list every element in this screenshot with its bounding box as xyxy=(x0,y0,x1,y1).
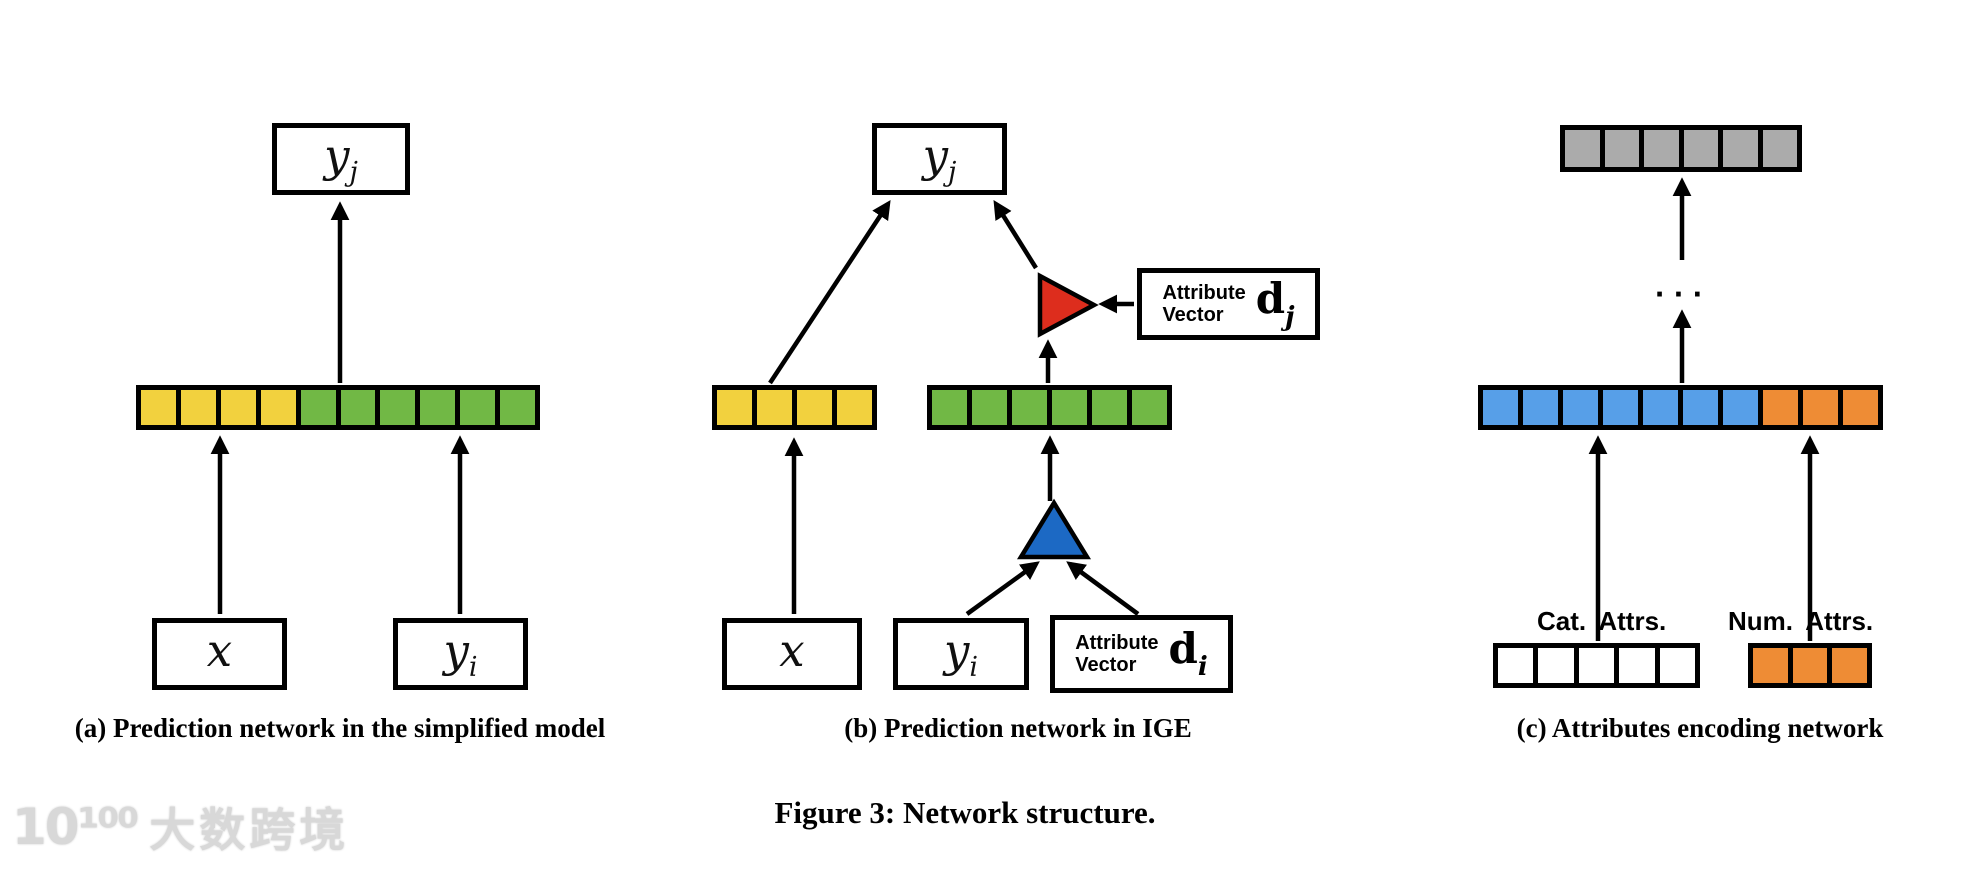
vector-cell xyxy=(1483,390,1518,425)
vector-cell xyxy=(220,390,256,425)
node-a-x: x xyxy=(152,618,287,690)
vector-cell xyxy=(837,390,872,425)
vector-cell xyxy=(1683,390,1718,425)
vector-cell xyxy=(1659,648,1696,683)
vector-cell xyxy=(260,390,296,425)
vector-cell xyxy=(1723,390,1758,425)
label-cat-attrs: Cat. Attrs. xyxy=(1537,606,1667,636)
caption-panel-b: (b) Prediction network in IGE xyxy=(844,713,1192,743)
vector-cell xyxy=(1792,648,1828,683)
vector-row-c-concat xyxy=(1478,385,1883,430)
arrow-b-yellowrow-to-yj xyxy=(768,200,891,385)
vector-cell xyxy=(141,390,176,425)
vector-cell xyxy=(1498,648,1534,683)
vector-cell xyxy=(1603,390,1638,425)
vector-cell xyxy=(180,390,216,425)
vector-cell xyxy=(1538,648,1574,683)
arrow-b-redtri-to-yj xyxy=(993,199,1038,270)
node-b-yj: yj xyxy=(872,123,1007,195)
vector-cell xyxy=(420,390,456,425)
watermark-logo: 10¹⁰⁰ xyxy=(12,798,139,856)
vector-cell xyxy=(1052,390,1087,425)
vector-cell xyxy=(757,390,792,425)
vector-row-c-gray xyxy=(1560,125,1802,172)
node-a-yi: yi xyxy=(393,618,528,690)
caption-panel-a: (a) Prediction network in the simplified… xyxy=(74,713,606,743)
vector-cell xyxy=(340,390,376,425)
label-dj: dj xyxy=(1255,274,1295,332)
vector-cell xyxy=(1803,390,1838,425)
arrow-b-di-to-bluetri xyxy=(1066,561,1140,616)
vector-cell xyxy=(1753,648,1788,683)
vector-cell xyxy=(1723,130,1758,167)
vector-cell xyxy=(1132,390,1167,425)
vector-row-b-green xyxy=(927,385,1172,430)
vector-cell xyxy=(1843,390,1878,425)
vector-row-c-numerical xyxy=(1748,643,1872,688)
watermark-text: 大数跨境 xyxy=(149,803,350,857)
vector-cell xyxy=(300,390,336,425)
vector-cell xyxy=(1644,130,1679,167)
vector-cell xyxy=(1092,390,1127,425)
node-b-yi: yi xyxy=(893,618,1029,690)
vector-cell xyxy=(500,390,536,425)
vector-cell xyxy=(1683,130,1718,167)
node-a-yj: yj xyxy=(272,123,410,195)
figure-caption: Figure 3: Network structure. xyxy=(774,795,1156,830)
caption-panel-c: (c) Attributes encoding network xyxy=(1516,713,1884,743)
label-b-x: x xyxy=(779,623,805,677)
label-di: di xyxy=(1168,624,1208,682)
label-a-x: x xyxy=(206,623,233,677)
attribute-vector-dj-box: Attribute Vector dj xyxy=(1137,268,1320,340)
vector-cell xyxy=(1762,130,1797,167)
vector-cell xyxy=(1832,648,1868,683)
vector-cell xyxy=(932,390,967,425)
vector-cell xyxy=(797,390,832,425)
vector-cell xyxy=(380,390,416,425)
attribute-vector-dj-text: Attribute Vector xyxy=(1162,282,1246,326)
vector-cell xyxy=(1578,648,1615,683)
vector-row-b-yellow xyxy=(712,385,877,430)
node-b-x: x xyxy=(722,618,862,690)
vector-cell xyxy=(972,390,1007,425)
attribute-vector-di-text: Attribute Vector xyxy=(1075,632,1159,676)
label-a-yj: yj xyxy=(324,128,358,188)
blue-attribute-merge-triangle xyxy=(1016,498,1092,560)
vector-cell xyxy=(1604,130,1639,167)
watermark: 10¹⁰⁰ 大数跨境 xyxy=(12,794,349,860)
label-b-yi: yi xyxy=(943,623,979,683)
vector-cell xyxy=(1763,390,1798,425)
vector-cell xyxy=(460,390,496,425)
vector-cell xyxy=(1012,390,1047,425)
label-b-yj: yj xyxy=(922,128,957,188)
arrow-b-yi-to-bluetri xyxy=(965,561,1040,616)
vector-cell xyxy=(1643,390,1678,425)
vector-cell xyxy=(1565,130,1600,167)
label-a-yi: yi xyxy=(443,623,478,683)
vector-cell xyxy=(1563,390,1598,425)
vector-cell xyxy=(1619,648,1655,683)
attribute-vector-di-box: Attribute Vector di xyxy=(1050,615,1233,693)
vector-cell xyxy=(1523,390,1558,425)
label-num-attrs: Num. Attrs. xyxy=(1728,606,1874,636)
vector-row-c-categorical xyxy=(1493,643,1700,688)
vector-cell xyxy=(717,390,752,425)
ellipsis-dots: ··· xyxy=(1654,280,1712,310)
vector-row-a-concat xyxy=(136,385,540,430)
red-attribute-merge-triangle xyxy=(1037,272,1099,338)
